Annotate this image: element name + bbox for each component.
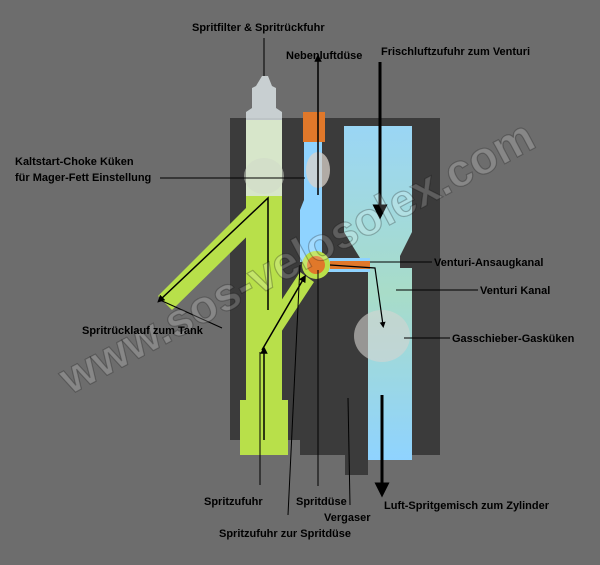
label-nebenluftduese: Nebenluftdüse xyxy=(286,50,362,62)
label-venturi-kanal: Venturi Kanal xyxy=(480,285,550,297)
choke-valve-body xyxy=(244,158,284,194)
bypass-air-jet xyxy=(303,112,325,142)
label-gemisch: Luft-Spritgemisch zum Zylinder xyxy=(384,500,550,512)
label-spritzufuhr: Spritzufuhr xyxy=(204,496,263,508)
label-spritfilter: Spritfilter & Spritrückfuhr xyxy=(192,22,325,34)
arrow-zur-duese xyxy=(261,274,306,351)
venturi-intake-jet xyxy=(330,261,370,269)
label-spritzufuhr-duese: Spritzufuhr zur Spritdüse xyxy=(219,528,351,540)
fuel-main-channel xyxy=(240,120,288,455)
label-frischluft: Frischluftzufuhr zum Venturi xyxy=(381,46,530,58)
label-gasschieber: Gasschieber-Gasküken xyxy=(452,333,575,345)
leader-lines xyxy=(159,38,478,516)
fuel-jet-core xyxy=(307,256,325,274)
label-ruecklauf: Spritrücklauf zum Tank xyxy=(82,325,204,337)
label-kaltstart-2: für Mager-Fett Einstellung xyxy=(15,172,151,184)
arrow-ruecklauf xyxy=(157,196,269,310)
label-kaltstart-1: Kaltstart-Choke Küken xyxy=(15,156,134,168)
label-venturi-ansaug: Venturi-Ansaugkanal xyxy=(434,257,543,269)
label-spritduese: Spritdüse xyxy=(296,496,347,508)
label-vergaser: Vergaser xyxy=(324,512,371,524)
arrow-venturi-flow xyxy=(329,264,386,328)
throttle-valve xyxy=(354,310,410,362)
